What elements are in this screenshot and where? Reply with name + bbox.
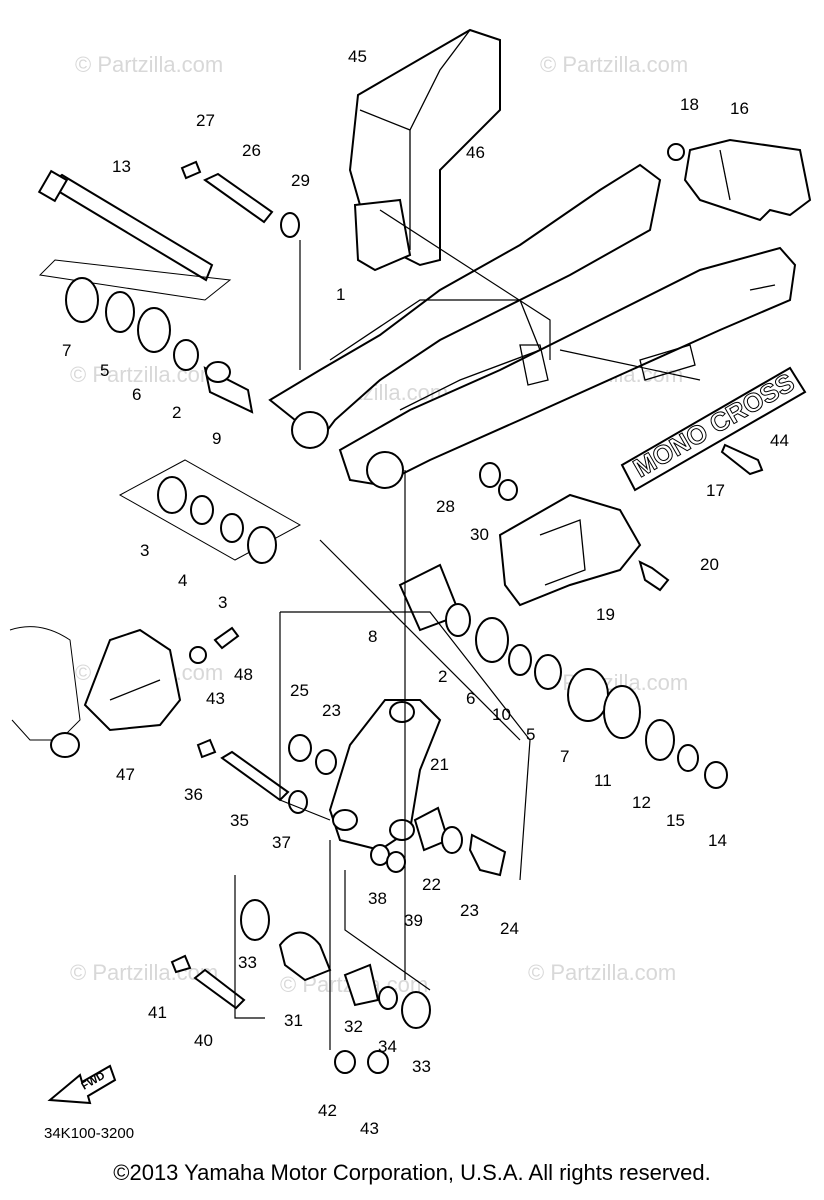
callout-label: 4 (178, 571, 187, 590)
callout-label: 43 (360, 1119, 379, 1138)
bearing-stack-right (398, 563, 728, 789)
seal-23-part (315, 749, 337, 775)
callout-label: 36 (184, 785, 203, 804)
callout-label: 7 (560, 747, 569, 766)
relay-arm-part (328, 699, 442, 852)
nut-43-part (367, 1050, 389, 1074)
washer-42-part (334, 1050, 356, 1074)
callout-label: 8 (368, 627, 377, 646)
callout-label: 11 (594, 771, 612, 790)
callout-label: 37 (272, 833, 291, 852)
bolt-17-part (720, 443, 764, 476)
bolt-40-assembly (170, 954, 246, 1010)
swingarm-part (268, 163, 797, 489)
callout-label: 9 (212, 429, 221, 448)
callout-label: 1 (336, 285, 345, 304)
callout-label: 2 (438, 667, 447, 686)
washer-28-part (479, 462, 501, 488)
bearing-stack-upper (65, 277, 254, 414)
callout-label: 47 (116, 765, 135, 784)
copyright-notice: ©2013 Yamaha Motor Corporation, U.S.A. A… (113, 1160, 711, 1185)
connecting-rod-part (240, 899, 431, 1029)
callout-label: 5 (526, 725, 535, 744)
chain-guide-part (498, 493, 642, 607)
callout-label: 23 (322, 701, 341, 720)
callout-label: 19 (596, 605, 615, 624)
callout-label: 17 (706, 481, 725, 500)
callout-label: 13 (112, 157, 131, 176)
watermark: © Partzilla.com (70, 960, 218, 985)
callout-label: 5 (100, 361, 109, 380)
callout-label: 15 (666, 811, 685, 830)
callout-label: 6 (466, 689, 475, 708)
callout-label: 20 (700, 555, 719, 574)
callout-label: 31 (284, 1011, 303, 1030)
callout-label: 27 (196, 111, 215, 130)
callout-label: 16 (730, 99, 749, 118)
callout-label: 12 (632, 793, 651, 812)
callout-label: 42 (318, 1101, 337, 1120)
watermark: © Partzilla.com (70, 362, 218, 387)
bushings-left (118, 459, 302, 564)
callout-label: 35 (230, 811, 249, 830)
callout-label: 10 (492, 705, 511, 724)
chain-guard-part (348, 28, 501, 272)
callout-label: 24 (500, 919, 519, 938)
callout-label: 38 (368, 889, 387, 908)
callout-label: 34 (378, 1037, 397, 1056)
callout-label: 21 (430, 755, 449, 774)
callout-label: 22 (422, 875, 441, 894)
collars-lower (370, 806, 507, 877)
callout-label: 29 (291, 171, 310, 190)
callout-label: 43 (206, 689, 225, 708)
callout-label: 2 (172, 403, 181, 422)
callout-label: 18 (680, 95, 699, 114)
callout-label: 32 (344, 1017, 363, 1036)
callout-label: 14 (708, 831, 727, 850)
callout-label: 46 (466, 143, 485, 162)
fwd-arrow-icon: FWD (47, 1064, 117, 1105)
callout-label: 30 (470, 525, 489, 544)
pivot-shaft-part (37, 169, 232, 301)
shock-bracket-part (9, 626, 240, 758)
callout-label: 48 (234, 665, 253, 684)
leader-lines (234, 209, 701, 1050)
watermark: © Partzilla.com (540, 52, 688, 77)
callout-label: 33 (238, 953, 257, 972)
bolt-20-part (638, 560, 670, 592)
callout-label: 26 (242, 141, 261, 160)
callout-labels: 45 27 26 13 29 46 18 16 1 7 5 6 2 9 44 2… (62, 47, 789, 1138)
callout-label: 6 (132, 385, 141, 404)
callout-label: 45 (348, 47, 367, 66)
bolt-assembly-part (180, 160, 300, 238)
chain-slider-part (667, 138, 812, 222)
diagram-code: 34K100-3200 (44, 1125, 134, 1142)
watermark: © Partzilla.com (75, 52, 223, 77)
callout-label: 7 (62, 341, 71, 360)
callout-label: 39 (404, 911, 423, 930)
callout-label: 23 (460, 901, 479, 920)
watermark: © Partzilla.com (528, 960, 676, 985)
bolt-35-assembly (196, 738, 308, 814)
callout-label: 3 (218, 593, 227, 612)
callout-label: 41 (148, 1003, 167, 1022)
callout-label: 28 (436, 497, 455, 516)
callout-label: 44 (770, 431, 789, 450)
collar-25-part (288, 734, 312, 762)
callout-label: 25 (290, 681, 309, 700)
callout-label: 33 (412, 1057, 431, 1076)
nut-30-part (498, 479, 518, 501)
callout-label: 3 (140, 541, 149, 560)
callout-label: 40 (194, 1031, 213, 1050)
